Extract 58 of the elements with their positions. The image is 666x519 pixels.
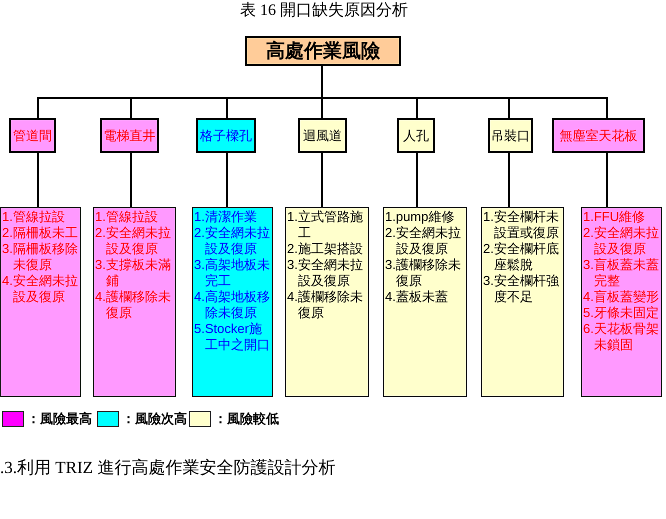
cause-list-box [0, 207, 81, 397]
cause-list-box [581, 207, 662, 397]
list-item: 6.天花板骨架未鎖固 [583, 321, 660, 353]
list-item: 4.安全網未拉設及復原 [2, 273, 79, 305]
list-item: 5.牙條未固定 [583, 305, 659, 321]
cause-list-box [285, 207, 369, 397]
list-item: 1.pump維修 [385, 209, 454, 225]
legend-label: ：風險較低 [214, 411, 279, 427]
category-box: 管道間 [9, 118, 56, 153]
category-box: 迴風道 [298, 118, 347, 153]
root-box: 高處作業風險 [245, 36, 401, 66]
category-box: 格子樑孔 [196, 118, 256, 153]
list-item: 1.清潔作業 [194, 209, 257, 225]
list-item: 1.FFU維修 [583, 209, 646, 225]
list-item: 4.蓋板未蓋 [385, 289, 448, 305]
list-item: 3.安全網未拉設及復原 [287, 257, 364, 289]
list-item: 3.支撐板未滿鋪 [95, 257, 172, 289]
category-box: 吊裝口 [488, 118, 533, 153]
list-item: 3.隔柵板移除未復原 [2, 241, 79, 273]
category-box: 電梯直井 [100, 118, 159, 153]
diagram-title: 表 16 開口缺失原因分析 [240, 0, 408, 21]
cause-list-box [481, 207, 564, 397]
connector-line [130, 153, 132, 207]
list-item: 2.施工架搭設 [287, 241, 363, 257]
list-item: 2.隔柵板未工 [2, 225, 78, 241]
list-item: 3.高架地板未完工 [194, 257, 271, 289]
list-item: 4.盲板蓋變形 [583, 289, 659, 305]
list-item: 3.安全欄杆強度不足 [483, 273, 560, 305]
connector-line [416, 153, 418, 207]
list-item: 3.護欄移除未復原 [385, 257, 462, 289]
category-box: 人孔 [397, 118, 435, 153]
list-item: 1.立式管路施工 [287, 209, 364, 241]
list-item: 1.管線拉設 [2, 209, 65, 225]
list-item: 2.安全網未拉設及復原 [194, 225, 271, 257]
list-item: 4.護欄移除未復原 [95, 289, 172, 321]
connector-line [606, 153, 608, 207]
list-item: 1.管線拉設 [95, 209, 158, 225]
list-item: 2.安全網未拉設及復原 [95, 225, 172, 257]
list-item: 1.安全欄杆未設置或復原 [483, 209, 560, 241]
legend-label: ：風險次高 [122, 411, 187, 427]
cause-list-box [93, 207, 176, 397]
connector-line [37, 153, 39, 207]
legend-label: ：風險最高 [27, 411, 92, 427]
list-item: 3.盲板蓋未蓋完整 [583, 257, 660, 289]
connector-line [226, 153, 228, 207]
connector-line [508, 153, 510, 207]
connector-line [321, 66, 608, 118]
section-heading: .3.利用 TRIZ 進行高處作業安全防護設計分析 [0, 457, 336, 479]
list-item: 2.安全網未拉設及復原 [583, 225, 660, 257]
list-item: 2.安全網未拉設及復原 [385, 225, 462, 257]
connector-line [321, 153, 323, 207]
cause-list-box [192, 207, 273, 397]
list-item: 4.護欄移除未復原 [287, 289, 364, 321]
list-item: 5.Stocker施工中之開口 [194, 321, 271, 353]
list-item: 2.安全欄杆底座鬆脫 [483, 241, 560, 273]
cause-list-box [383, 207, 467, 397]
list-item: 4.高架地板移除未復原 [194, 289, 271, 321]
category-box: 無塵室天花板 [552, 118, 645, 153]
